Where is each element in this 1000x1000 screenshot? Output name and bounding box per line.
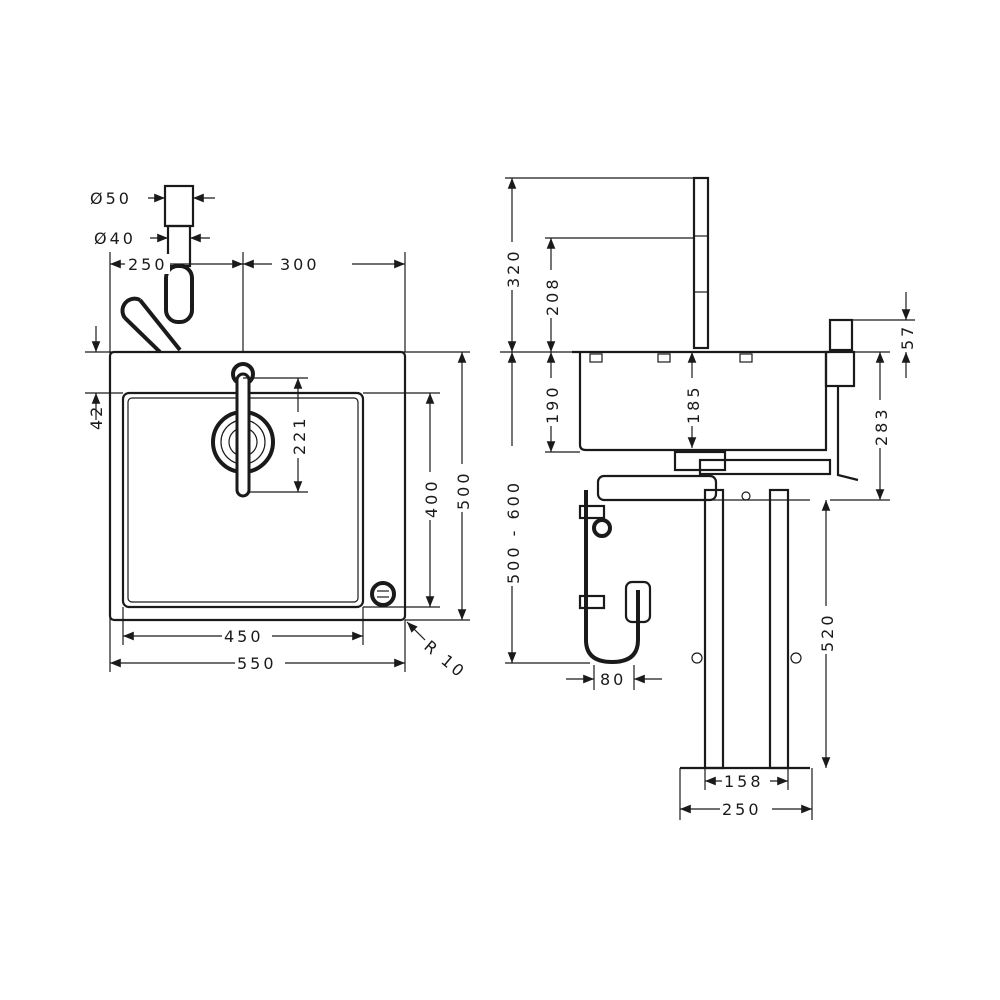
support-stand-icon	[680, 488, 810, 770]
valve-icon	[828, 318, 854, 352]
dim-drain-depth: 185	[684, 384, 703, 424]
siphon-trap-icon	[584, 490, 640, 665]
dim-outlet-small: Ø40	[94, 229, 136, 248]
dim-sink-depth: 500	[454, 470, 473, 510]
dim-faucet-height: 320	[504, 248, 523, 288]
top-view: 250 300 Ø50 Ø40 42 221 400 500 450	[85, 184, 473, 683]
dim-stand-outer-width: 250	[722, 800, 762, 819]
dim-spout-height: 208	[543, 276, 562, 316]
dim-bowl-width: 450	[224, 627, 264, 646]
overflow-icon	[370, 581, 396, 607]
dim-cabinet-height: 500 - 600	[504, 480, 523, 584]
bowl-side-outline	[572, 350, 830, 452]
dim-rim-depth: 42	[87, 404, 106, 430]
dim-left-offset: 250	[128, 255, 168, 274]
dim-trap-offset: 80	[600, 670, 626, 689]
faucet-top-icon	[231, 362, 255, 498]
dim-faucet-reach: 221	[290, 415, 309, 455]
dim-valve-depth: 283	[872, 406, 891, 446]
dim-outlet-large: Ø50	[90, 189, 132, 208]
dim-bowl-depth: 400	[422, 478, 441, 518]
dim-right-offset: 300	[280, 255, 320, 274]
dim-stand-inner-width: 158	[724, 772, 764, 791]
dim-corner-radius: R 10	[420, 637, 469, 683]
dim-valve-height: 57	[898, 324, 917, 350]
faucet-side-icon	[692, 176, 710, 350]
dim-stand-height: 520	[818, 612, 837, 652]
dim-sink-width: 550	[237, 654, 277, 673]
dim-bowl-height: 190	[543, 384, 562, 424]
side-view: 320 208 190 185 57 283 500 - 600 520 80	[500, 176, 917, 820]
